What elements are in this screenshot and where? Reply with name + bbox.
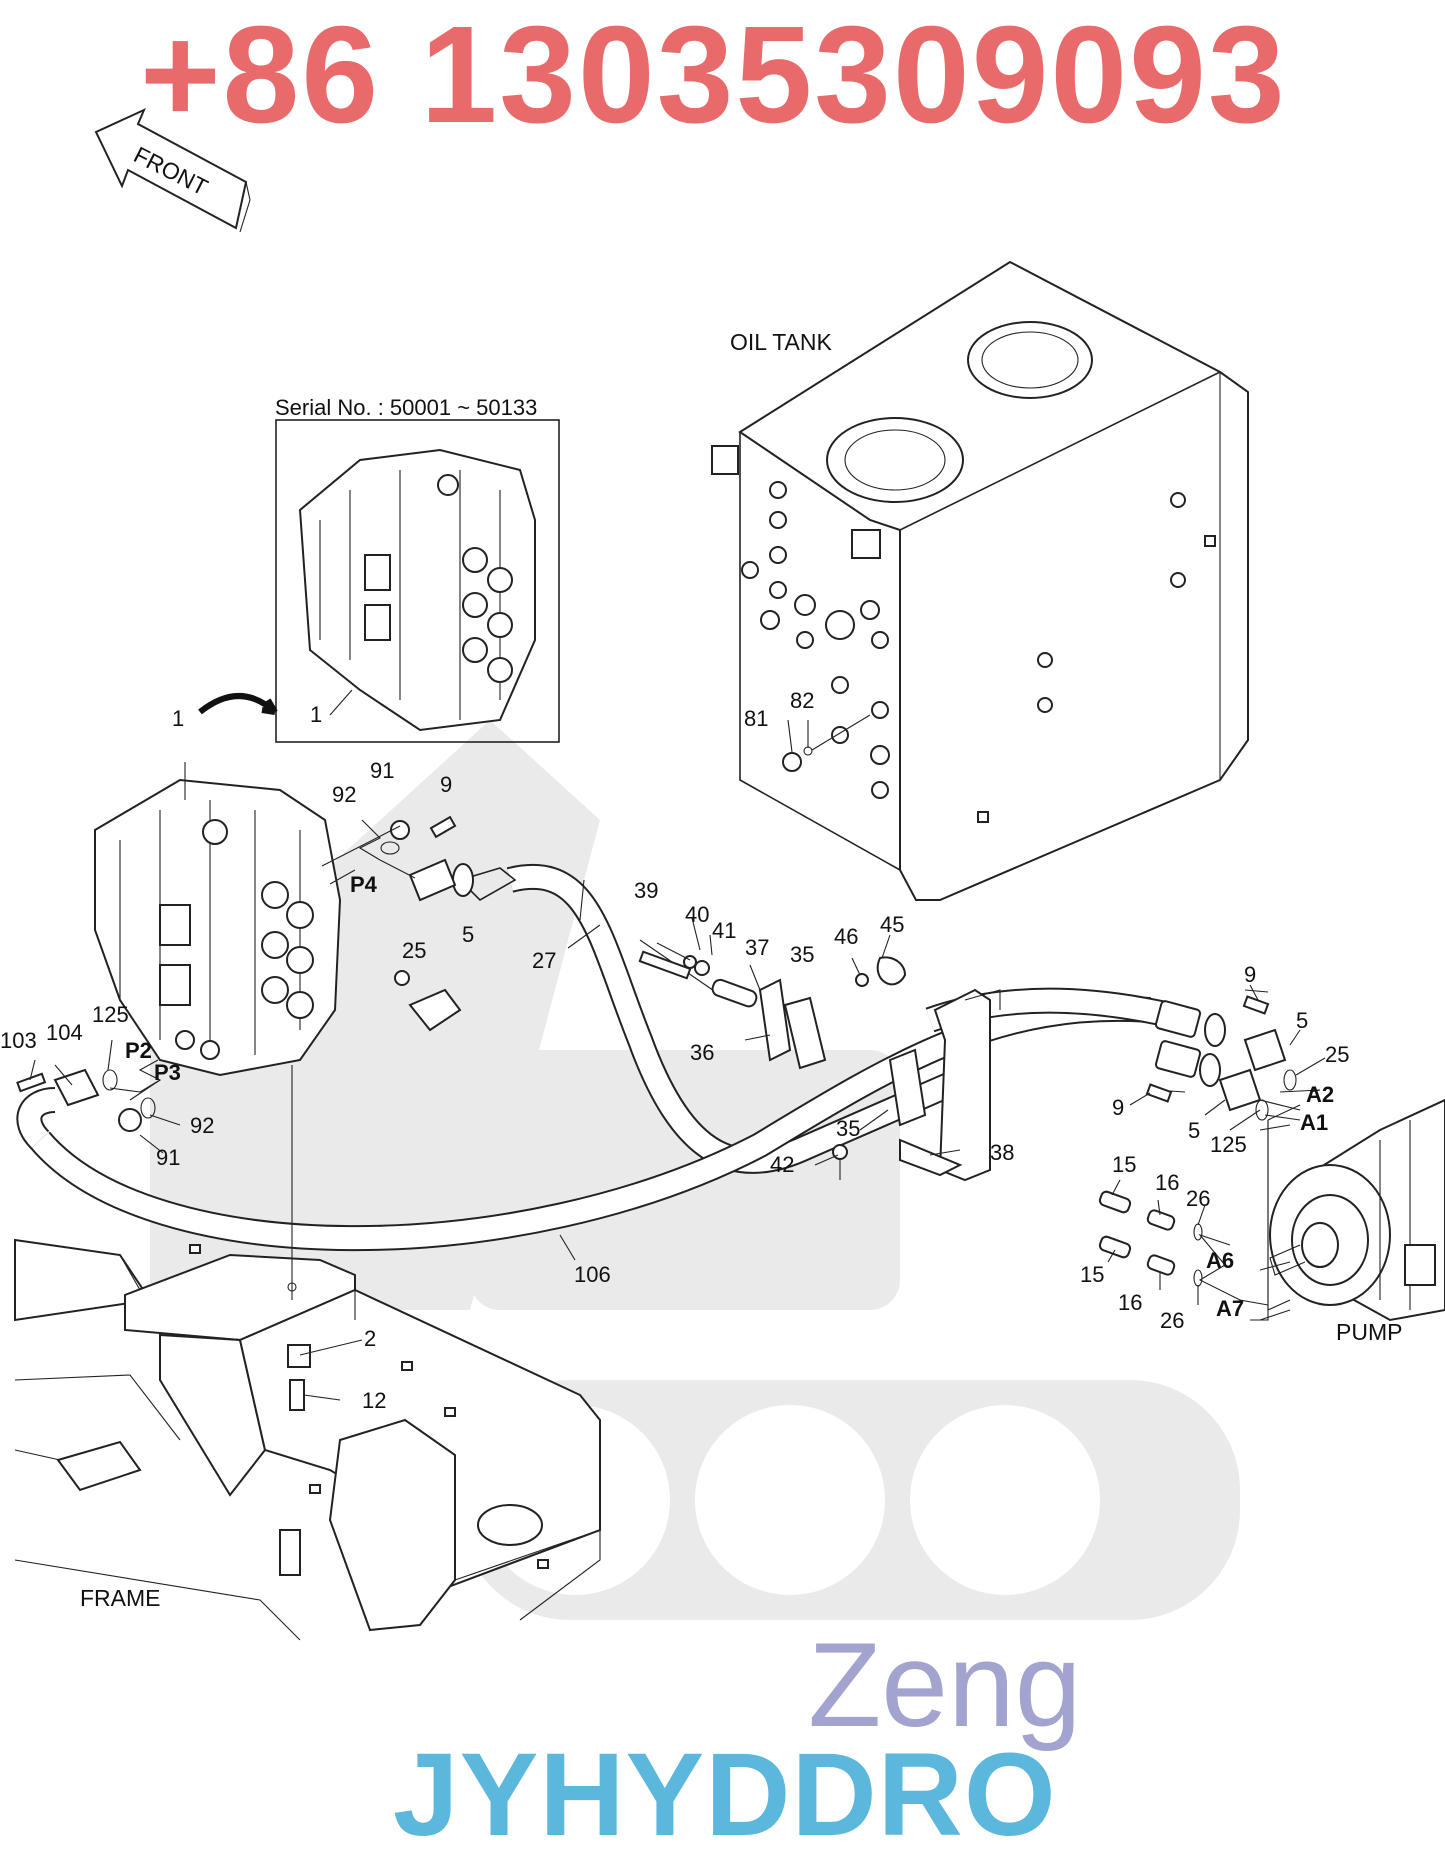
callout-label: 41 xyxy=(712,918,736,943)
callout-label: 26 xyxy=(1160,1308,1184,1333)
callout-label: 91 xyxy=(370,758,394,783)
control-valve xyxy=(94,762,342,1077)
callout-label: 9 xyxy=(440,772,452,797)
port-label: A2 xyxy=(1306,1082,1334,1107)
callout-label: 82 xyxy=(790,688,814,713)
callout-label: 16 xyxy=(1155,1170,1179,1195)
callout-label: 15 xyxy=(1112,1152,1136,1177)
callout-label: 9 xyxy=(1112,1095,1124,1120)
callout-label: 45 xyxy=(880,912,904,937)
caption-serial: Serial No. : 50001 ~ 50133 xyxy=(275,395,537,420)
port-label: A6 xyxy=(1206,1248,1234,1273)
callout-label: 92 xyxy=(332,782,356,807)
callout-label: 12 xyxy=(362,1388,386,1413)
callout-label: 1 xyxy=(310,702,322,727)
caption-frame: FRAME xyxy=(80,1585,161,1611)
callout-label: 39 xyxy=(634,878,658,903)
port-label: A1 xyxy=(1300,1110,1328,1135)
small-parts xyxy=(16,815,1270,1411)
callout-label: 35 xyxy=(836,1116,860,1141)
callout-label: 81 xyxy=(744,706,768,731)
callout-label: 104 xyxy=(46,1020,83,1045)
callout-label: 26 xyxy=(1186,1186,1210,1211)
port-label: P2 xyxy=(125,1038,152,1063)
callout-label: 125 xyxy=(1210,1132,1247,1157)
callout-label: 106 xyxy=(574,1262,611,1287)
callout-numbers: 1 1 91 92 9 5 25 27 39 40 41 37 35 46 45… xyxy=(0,688,1349,1413)
callout-label: 35 xyxy=(790,942,814,967)
watermark-brand-bottom: JYHYDDRO xyxy=(393,1729,1057,1861)
pump xyxy=(1259,1098,1445,1322)
callout-label: 1 xyxy=(172,706,184,731)
callout-label: 15 xyxy=(1080,1262,1104,1287)
serial-inset xyxy=(275,419,560,743)
watermark-brand-top: Zeng xyxy=(808,1618,1082,1752)
port-label: P3 xyxy=(154,1060,181,1085)
callout-label: 9 xyxy=(1244,962,1256,987)
callout-label: 125 xyxy=(92,1002,129,1027)
callout-label: 103 xyxy=(0,1028,37,1053)
callout-label: 36 xyxy=(690,1040,714,1065)
callout-label: 5 xyxy=(1296,1008,1308,1033)
hose-106 xyxy=(16,996,1151,1252)
leader-lines xyxy=(29,719,1326,1401)
callout-label: 46 xyxy=(834,924,858,949)
callout-label: 16 xyxy=(1118,1290,1142,1315)
callout-label: 37 xyxy=(745,935,769,960)
callout-label: 5 xyxy=(462,922,474,947)
callout-label: 25 xyxy=(402,938,426,963)
callout-label: 5 xyxy=(1188,1118,1200,1143)
watermark-phone: +86 13035309093 xyxy=(140,0,1287,152)
callout-label: 92 xyxy=(190,1113,214,1138)
callout-label: 38 xyxy=(990,1140,1014,1165)
port-label: P4 xyxy=(350,872,378,897)
hose-fittings xyxy=(1154,989,1297,1121)
callout-label: 27 xyxy=(532,948,556,973)
caption-pump: PUMP xyxy=(1336,1319,1402,1345)
callout-label: 91 xyxy=(156,1145,180,1170)
port-label: A7 xyxy=(1216,1296,1244,1321)
clamp-bracket xyxy=(639,939,1001,1182)
callout-label: 42 xyxy=(770,1152,794,1177)
callout-label: 40 xyxy=(685,902,709,927)
caption-oil-tank: OIL TANK xyxy=(730,329,832,355)
callout-label: 25 xyxy=(1325,1042,1349,1067)
inset-pointer xyxy=(198,693,278,715)
oil-tank xyxy=(711,260,1249,901)
callout-label: 2 xyxy=(364,1326,376,1351)
frame xyxy=(14,1238,601,1641)
